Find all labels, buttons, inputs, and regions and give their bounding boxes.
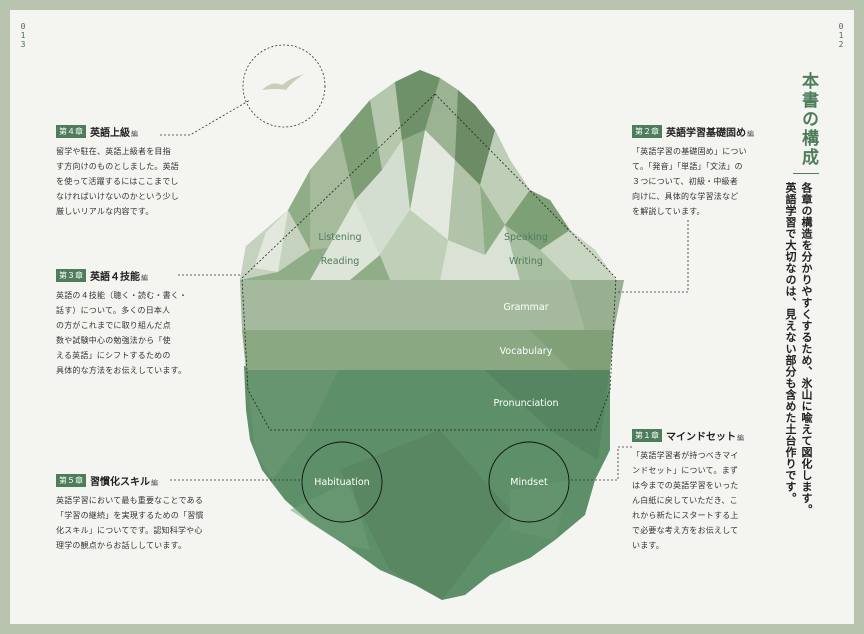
chapter-3-tag: 第３章 <box>56 268 86 282</box>
book-structure-title: 本書の構成 <box>798 72 818 167</box>
iceberg-underwater <box>244 366 610 600</box>
chapter-1-tag: 第１章 <box>632 428 662 442</box>
bird-icon <box>262 74 304 90</box>
label-habituation: Habituation <box>314 477 369 488</box>
label-speaking: Speaking <box>504 232 548 243</box>
chapter-5-description: 英語学習において最も重要なことである 「学習の継続」を実現するための「習慣 化ス… <box>56 496 204 550</box>
title-divider <box>793 173 819 174</box>
chapter-3-description: 英語の４技能（聴く・読む・書く・ 話す）について。多くの日本人 の方がこれまでに… <box>56 291 188 375</box>
chapter-3-callout: 第３章 英語４技能編 英語の４技能（聴く・読む・書く・ 話す）について。多くの日… <box>56 268 226 378</box>
leader-ch4 <box>160 99 251 136</box>
bird-circle <box>242 44 326 128</box>
title-description: 各章の構造を分かりやすくするため、氷山に喩えて図化します。英語学習で大切なのは、… <box>784 182 813 516</box>
label-vocabulary: Vocabulary <box>500 346 553 357</box>
label-reading: Reading <box>321 256 360 267</box>
chapter-5-title: 習慣化スキル編 <box>90 476 158 488</box>
chapter-1-description: 「英語学習者が持つべきマイ ンドセット」について。まず は今までの英語学習をいっ… <box>632 451 739 550</box>
skills-dashed-outline <box>241 93 617 431</box>
chapter-5-callout: 第５章 習慣化スキル編 英語学習において最も重要なことである 「学習の継続」を実… <box>56 473 246 553</box>
mindset-circle <box>488 441 570 523</box>
chapter-4-title: 英語上級編 <box>90 127 138 139</box>
chapter-4-callout: 第４章 英語上級編 留学や駐在、英語上級者を目指 す方向けのものとしました。英語… <box>56 124 226 219</box>
chapter-2-callout: 第２章 英語学習基礎固め編 「英語学習の基礎固め」につい て。「発音」「単語」「… <box>632 124 782 219</box>
chapter-3-title: 英語４技能編 <box>90 271 148 283</box>
label-mindset: Mindset <box>510 477 548 488</box>
label-listening: Listening <box>318 232 361 243</box>
label-grammar: Grammar <box>503 302 548 313</box>
chapter-1-callout: 第１章 マインドセット編 「英語学習者が持つべきマイ ンドセット」について。まず… <box>632 428 782 553</box>
label-pronunciation: Pronunciation <box>493 398 558 409</box>
chapter-4-description: 留学や駐在、英語上級者を目指 す方向けのものとしました。英語 を使って活躍するに… <box>56 147 179 216</box>
chapter-2-tag: 第２章 <box>632 124 662 138</box>
chapter-2-title: 英語学習基礎固め編 <box>666 127 754 139</box>
iceberg-band-vocabulary <box>242 330 614 370</box>
habituation-circle <box>301 441 383 523</box>
leader-ch2 <box>618 220 689 293</box>
chapter-1-title: マインドセット編 <box>666 431 744 443</box>
iceberg-illustration: Listening Reading Speaking Writing Gramm… <box>160 44 689 600</box>
iceberg-band-grammar <box>240 280 624 330</box>
chapter-4-tag: 第４章 <box>56 124 86 138</box>
chapter-5-tag: 第５章 <box>56 473 86 487</box>
label-writing: Writing <box>509 256 543 267</box>
chapter-2-description: 「英語学習の基礎固め」につい て。「発音」「単語」「文法」の ３つについて、初級… <box>632 147 747 216</box>
